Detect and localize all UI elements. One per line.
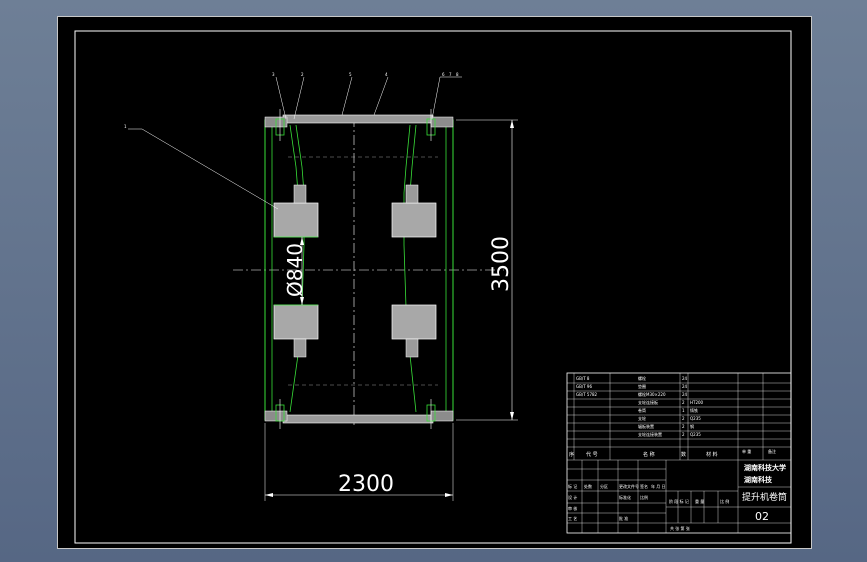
svg-text:名 称: 名 称: [643, 451, 655, 458]
svg-text:数: 数: [681, 451, 686, 458]
part-leaders: [128, 76, 462, 210]
svg-text:更改文件号: 更改文件号: [619, 483, 639, 489]
cad-viewport[interactable]: 3 2 5 4 6 7 8 1 3500 Ø840 2300: [57, 16, 812, 549]
svg-text:24: 24: [682, 384, 688, 389]
svg-text:Q235: Q235: [690, 416, 701, 421]
part-label-8: 8: [456, 72, 459, 77]
svg-text:铸铁: 铸铁: [690, 407, 698, 413]
svg-text:GB/T 8: GB/T 8: [576, 376, 590, 381]
part-label-5: 5: [349, 72, 352, 77]
diameter-dimension-text: Ø840: [283, 243, 307, 297]
svg-text:24: 24: [682, 392, 688, 397]
svg-text:代 号: 代 号: [586, 451, 598, 458]
height-dimension-text: 3500: [489, 236, 514, 292]
part-label-7: 7: [449, 72, 452, 77]
svg-text:支轮连接装置: 支轮连接装置: [638, 431, 662, 437]
school-name: 湖南科技大学: [744, 463, 786, 472]
part-label-1: 1: [124, 124, 127, 129]
svg-text:处数: 处数: [584, 483, 592, 489]
stage-label: 阶 段 标 记: [669, 498, 689, 504]
part-label-6: 6: [442, 72, 445, 77]
school-subname: 湖南科技: [744, 475, 773, 484]
svg-text:备注: 备注: [768, 448, 776, 454]
svg-text:垫圈: 垫圈: [638, 383, 646, 389]
title-block: [566, 372, 792, 534]
svg-text:钢: 钢: [690, 423, 694, 429]
svg-text:支轮连接板: 支轮连接板: [638, 399, 658, 405]
svg-text:年 月 日: 年 月 日: [651, 483, 666, 489]
drawing-title: 提升机卷筒: [742, 491, 787, 503]
svg-text:比例: 比例: [640, 494, 648, 500]
sheet-label: 共 张 第 张: [670, 525, 690, 531]
svg-text:卷筒: 卷筒: [638, 407, 646, 413]
svg-text:单 重: 单 重: [742, 448, 751, 454]
drawing-border: [74, 30, 792, 544]
width-dimension-text: 2300: [338, 472, 394, 497]
svg-text:审 核: 审 核: [568, 505, 577, 511]
svg-text:支轮: 支轮: [638, 415, 646, 421]
hub-sections: [273, 184, 437, 358]
svg-text:材 料: 材 料: [706, 451, 718, 458]
bolt-symbols: [275, 109, 436, 429]
parts-table-header: 序 代 号 名 称 数 材 料 单 重 备注: [569, 448, 776, 458]
svg-text:标准化: 标准化: [619, 494, 631, 500]
svg-text:24: 24: [682, 376, 688, 381]
svg-text:2: 2: [682, 400, 685, 405]
diameter-dimension: [300, 237, 304, 305]
svg-text:GB/T 96: GB/T 96: [576, 384, 592, 389]
svg-text:工 艺: 工 艺: [568, 516, 577, 521]
svg-text:序: 序: [569, 451, 574, 458]
width-dimension: [264, 423, 454, 501]
svg-text:螺栓M30×220: 螺栓M30×220: [638, 391, 666, 397]
scale-label: 比 例: [720, 498, 729, 504]
svg-text:签名: 签名: [640, 483, 648, 489]
parts-list: GB/T 8 螺栓 24 GB/T 96 垫圈 24 GB/T 5782 螺栓M…: [576, 375, 704, 437]
svg-text:2: 2: [682, 432, 685, 437]
svg-text:设 计: 设 计: [568, 494, 577, 500]
svg-text:1: 1: [682, 408, 685, 413]
weight-label: 重 量: [695, 498, 704, 504]
height-dimension: [456, 119, 518, 421]
svg-text:Q235: Q235: [690, 432, 701, 437]
svg-text:HT200: HT200: [690, 400, 704, 405]
svg-text:标 记: 标 记: [568, 483, 577, 489]
sign-rows: 标 记 处数 分区 更改文件号 签名 年 月 日 设 计 标准化 比例 审 核 …: [568, 483, 666, 521]
svg-text:分区: 分区: [600, 483, 608, 489]
svg-text:2: 2: [682, 424, 685, 429]
svg-text:批 准: 批 准: [619, 515, 628, 521]
drawing-canvas: 3 2 5 4 6 7 8 1 3500 Ø840 2300: [74, 30, 792, 544]
part-label-4: 4: [385, 72, 388, 77]
part-label-3: 3: [272, 72, 275, 77]
drawing-number: 02: [755, 510, 769, 523]
svg-text:2: 2: [682, 416, 685, 421]
svg-text:螺栓: 螺栓: [638, 375, 646, 381]
svg-text:GB/T 5782: GB/T 5782: [576, 392, 598, 397]
svg-text:辐板装置: 辐板装置: [638, 423, 654, 429]
part-label-2: 2: [301, 72, 304, 77]
